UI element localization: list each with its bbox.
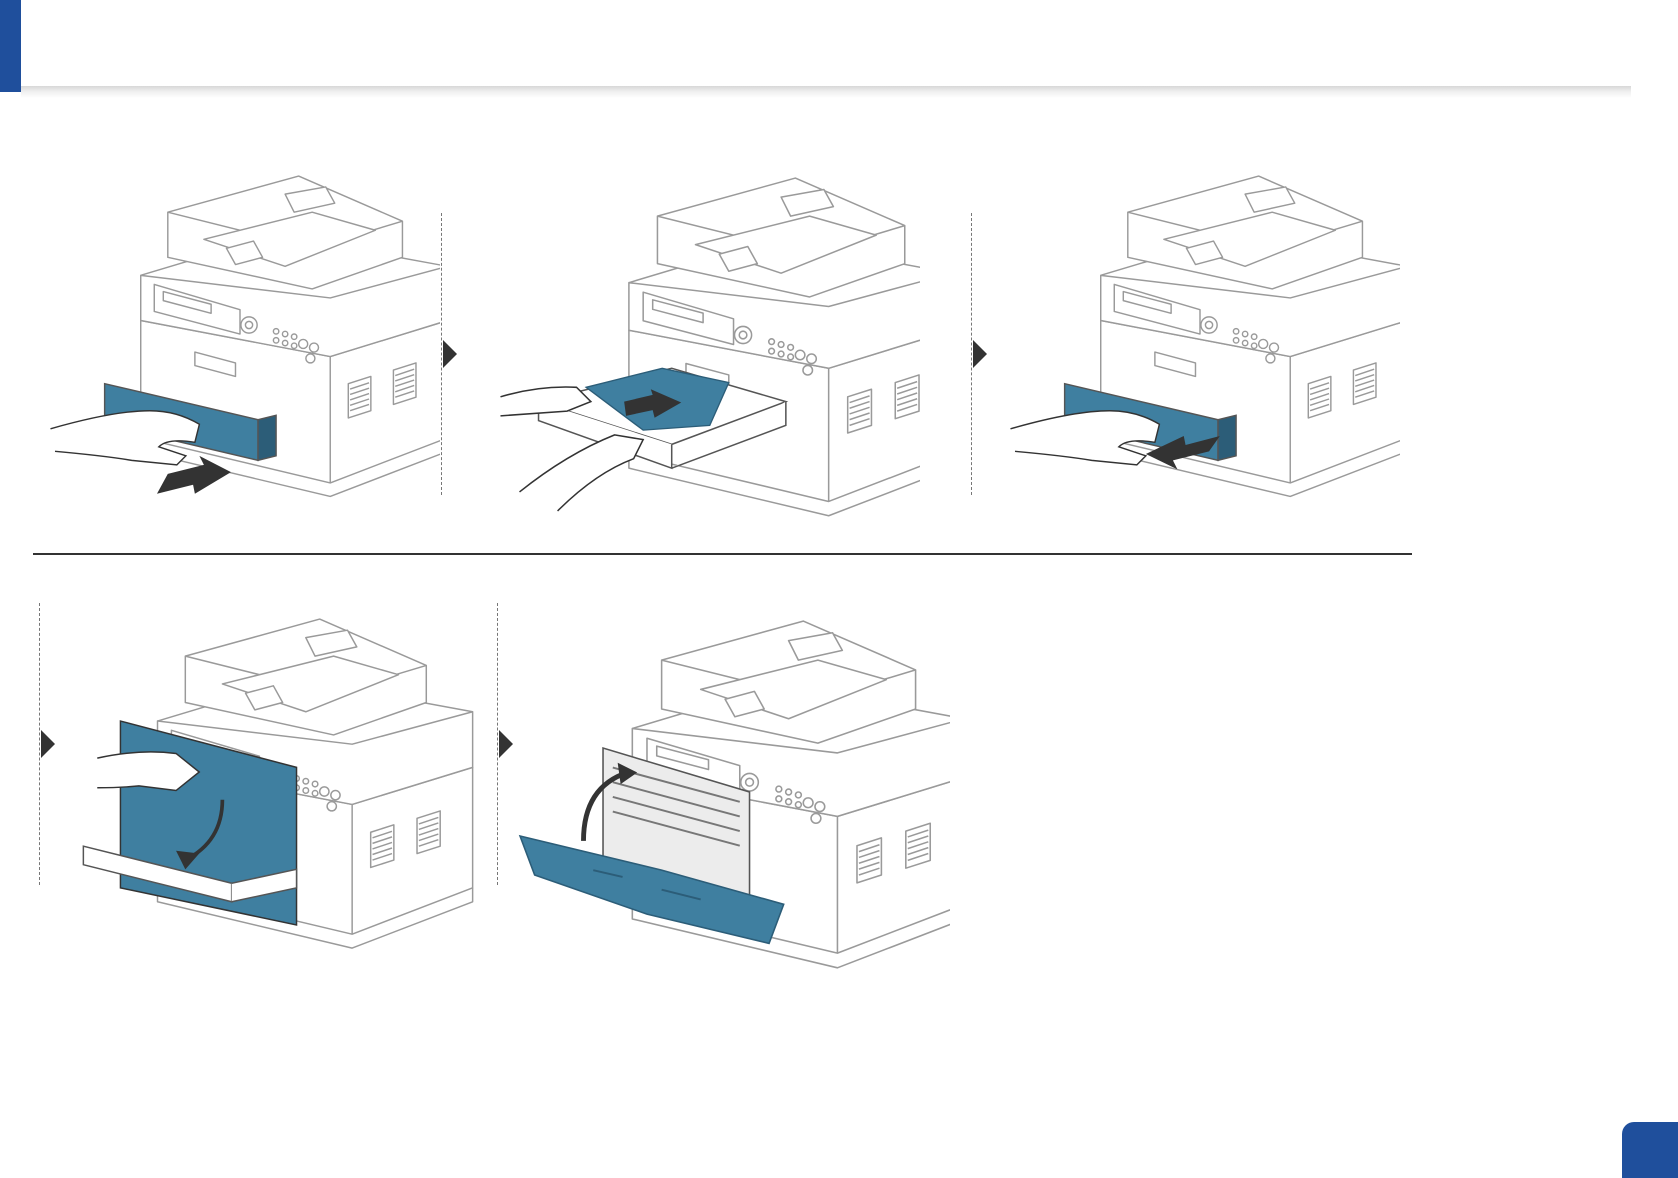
step-separator <box>441 213 442 495</box>
row-divider <box>33 553 1412 555</box>
step-separator <box>39 603 40 885</box>
header-rule <box>21 86 1631 98</box>
step-separator <box>497 603 498 885</box>
step-4-illustration <box>78 582 478 962</box>
page-number-badge <box>1622 1122 1678 1178</box>
step-separator <box>971 213 972 495</box>
step-3-illustration <box>1000 140 1400 510</box>
step-arrow-icon <box>41 730 55 758</box>
header-accent-tab <box>0 0 21 92</box>
step-5-illustration <box>510 582 950 1002</box>
step-arrow-icon <box>443 340 457 368</box>
step-2-illustration <box>490 140 920 530</box>
step-1-illustration <box>40 140 440 510</box>
step-arrow-icon <box>973 340 987 368</box>
